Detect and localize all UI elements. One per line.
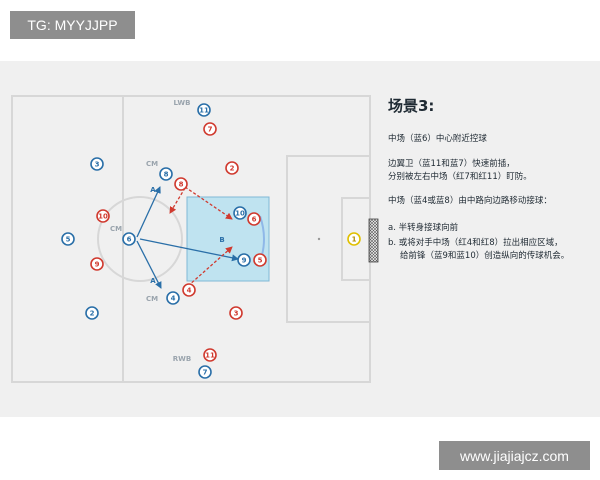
blue-player-11: 11 <box>197 103 211 117</box>
blue-player-8: 8 <box>159 167 173 181</box>
player-number: 5 <box>258 257 263 265</box>
player-number: 11 <box>205 352 215 360</box>
player-number: 9 <box>242 257 247 265</box>
scene-line: 边翼卫（蓝11和蓝7）快速前插， <box>388 159 515 169</box>
target-zone <box>186 196 270 282</box>
player-number: 4 <box>171 295 176 303</box>
red-player-5: 5 <box>253 253 267 267</box>
player-number: 10 <box>235 210 245 218</box>
player-number: 7 <box>203 369 208 377</box>
tactics-panel: LWB CM CM CM RWB A A B 3 5 2 6 8 4 11 7 9 10 10 9 7 2… <box>0 61 600 417</box>
scene-line: 中场（蓝6）中心附近控球 <box>388 134 487 144</box>
red-run-arrow-top <box>184 186 233 220</box>
player-number: 3 <box>234 310 239 318</box>
player-number: 10 <box>98 213 108 221</box>
label-lwb: LWB <box>174 99 191 107</box>
watermark: www.jiajiajcz.com <box>439 441 590 470</box>
tg-badge: TG: MYYJJPP <box>10 11 135 39</box>
red-player-11: 11 <box>203 348 217 362</box>
label-cm-bottom: CM <box>146 295 158 303</box>
red-player-4: 4 <box>182 283 196 297</box>
scene-title: 场景3: <box>388 97 435 115</box>
scene-line: 中场（蓝4或蓝8）由中路向边路移动接球： <box>388 196 552 206</box>
red-player-8: 8 <box>174 177 188 191</box>
red-player-3: 3 <box>229 306 243 320</box>
scene-line: 分别被左右中场（红7和红11）盯防。 <box>388 172 532 182</box>
label-arrow-a-top: A <box>150 186 156 194</box>
blue-player-3: 3 <box>90 157 104 171</box>
label-arrow-a-bottom: A <box>150 277 156 285</box>
red-player-9: 9 <box>90 257 104 271</box>
goalkeeper-1: 1 <box>347 232 361 246</box>
blue-player-4: 4 <box>166 291 180 305</box>
player-number: 11 <box>199 107 209 115</box>
scene-line: 给前锋（蓝9和蓝10）创造纵向的传球机会。 <box>400 251 570 261</box>
red-player-7: 7 <box>203 122 217 136</box>
label-cm-left: CM <box>110 225 122 233</box>
goal-net <box>368 218 379 263</box>
blue-player-7: 7 <box>198 365 212 379</box>
player-number: 8 <box>179 181 184 189</box>
player-number: 6 <box>252 216 257 224</box>
player-number: 8 <box>164 171 169 179</box>
player-number: 4 <box>187 287 192 295</box>
player-number: 7 <box>208 126 213 134</box>
blue-player-6: 6 <box>122 232 136 246</box>
red-player-6: 6 <box>247 212 261 226</box>
player-number: 6 <box>127 236 132 244</box>
player-number: 1 <box>352 236 357 244</box>
blue-player-2: 2 <box>85 306 99 320</box>
scene-line: a. 半转身接球向前 <box>388 223 459 233</box>
label-arrow-b: B <box>219 236 224 244</box>
label-cm-top: CM <box>146 160 158 168</box>
player-number: 2 <box>230 165 235 173</box>
player-number: 2 <box>90 310 95 318</box>
penalty-spot <box>317 237 321 241</box>
red-player-10: 10 <box>96 209 110 223</box>
scene-description: 场景3: 中场（蓝6）中心附近控球 边翼卫（蓝11和蓝7）快速前插， 分别被左右… <box>380 61 595 417</box>
red-player-2: 2 <box>225 161 239 175</box>
blue-player-10: 10 <box>233 206 247 220</box>
blue-player-9: 9 <box>237 253 251 267</box>
player-number: 9 <box>95 261 100 269</box>
player-number: 5 <box>66 236 71 244</box>
pass-arrow-a-down <box>136 240 162 289</box>
label-rwb: RWB <box>173 355 191 363</box>
player-number: 3 <box>95 161 100 169</box>
red-run-arrow-top-short <box>169 187 186 214</box>
pitch-diagram: LWB CM CM CM RWB A A B 3 5 2 6 8 4 11 7 9 10 10 9 7 2… <box>11 95 379 383</box>
scene-line: b. 或将对手中场（红4和红8）拉出相应区域， <box>388 238 563 248</box>
blue-player-5: 5 <box>61 232 75 246</box>
center-circle <box>97 196 183 282</box>
pass-arrow-a-up <box>136 186 161 238</box>
